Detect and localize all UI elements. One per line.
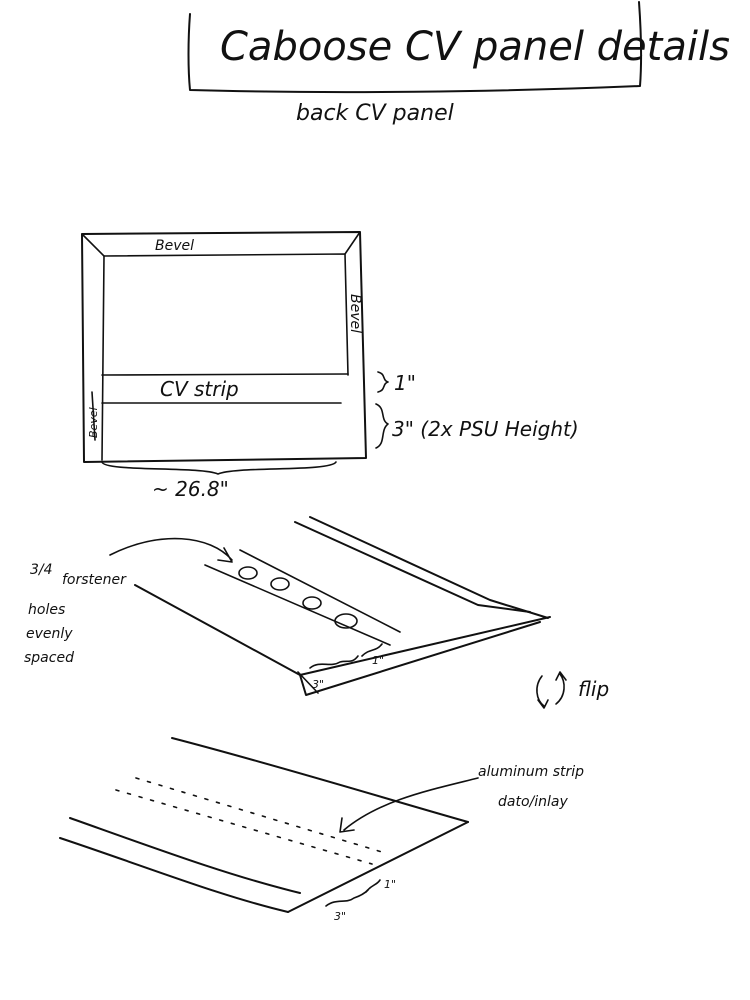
note-aluminum-strip: aluminum strip	[478, 764, 584, 780]
dim-strip-1in: 1"	[394, 371, 416, 395]
label-cv-strip: CV strip	[160, 377, 239, 401]
brace-3in	[375, 403, 389, 449]
brace-holes-1in	[361, 643, 383, 657]
note-holes: holes	[28, 602, 65, 618]
title-box: Caboose CV panel details	[187, 1, 730, 94]
dim-back-3in: 3"	[334, 910, 346, 923]
dato-line-bottom	[115, 789, 373, 865]
note-arrow-aluminum	[339, 777, 479, 833]
brace-1in	[377, 371, 389, 393]
flip-indicator: flip	[536, 671, 609, 709]
dim-bottom-3in: 3" (2x PSU Height)	[392, 417, 579, 441]
note-fraction: 3/4	[30, 562, 53, 578]
holes-view: 3/4 forstener holes evenly spaced 1" 3"	[24, 516, 551, 696]
brace-holes-3in	[309, 655, 359, 669]
dim-width: ~ 26.8"	[152, 477, 229, 501]
label-flip: flip	[578, 677, 609, 701]
page-title: Caboose CV panel details	[220, 24, 730, 70]
page-subtitle: back CV panel	[296, 101, 454, 126]
panel-front-view: Bevel Bevel Bevel CV strip 1" 3" (2x PSU…	[81, 231, 579, 501]
panel-outline	[81, 231, 367, 463]
bevel-corner-tr	[344, 231, 361, 255]
brace-back-3in	[325, 889, 369, 907]
dim-holes-1in: 1"	[372, 654, 384, 667]
back-view: aluminum strip dato/inlay 1" 3"	[59, 737, 584, 923]
label-bevel-right: Bevel	[347, 294, 363, 333]
label-bevel-top: Bevel	[155, 238, 194, 254]
dim-holes-3in: 3"	[312, 678, 324, 691]
left-bevel-lower	[91, 391, 96, 441]
note-spaced: spaced	[24, 650, 74, 666]
panel-inner-outline	[101, 253, 349, 461]
dim-back-1in: 1"	[384, 878, 396, 891]
strip-line-top	[101, 373, 349, 376]
brace-back-1in	[365, 879, 381, 893]
flip-arrow-icon	[536, 671, 567, 709]
note-arrow	[109, 537, 233, 563]
label-bevel-left: Bevel	[87, 407, 100, 438]
forstner-hole-2	[270, 577, 290, 591]
note-forstener: forstener	[62, 572, 127, 588]
forstner-hole-1	[238, 566, 258, 580]
note-dato-inlay: dato/inlay	[498, 794, 568, 810]
bevel-corner-tl	[81, 233, 105, 257]
note-evenly: evenly	[26, 626, 73, 642]
forstner-hole-4	[334, 613, 358, 629]
dato-line-top	[135, 777, 383, 853]
forstner-hole-3	[302, 596, 322, 610]
brace-width	[101, 461, 337, 475]
